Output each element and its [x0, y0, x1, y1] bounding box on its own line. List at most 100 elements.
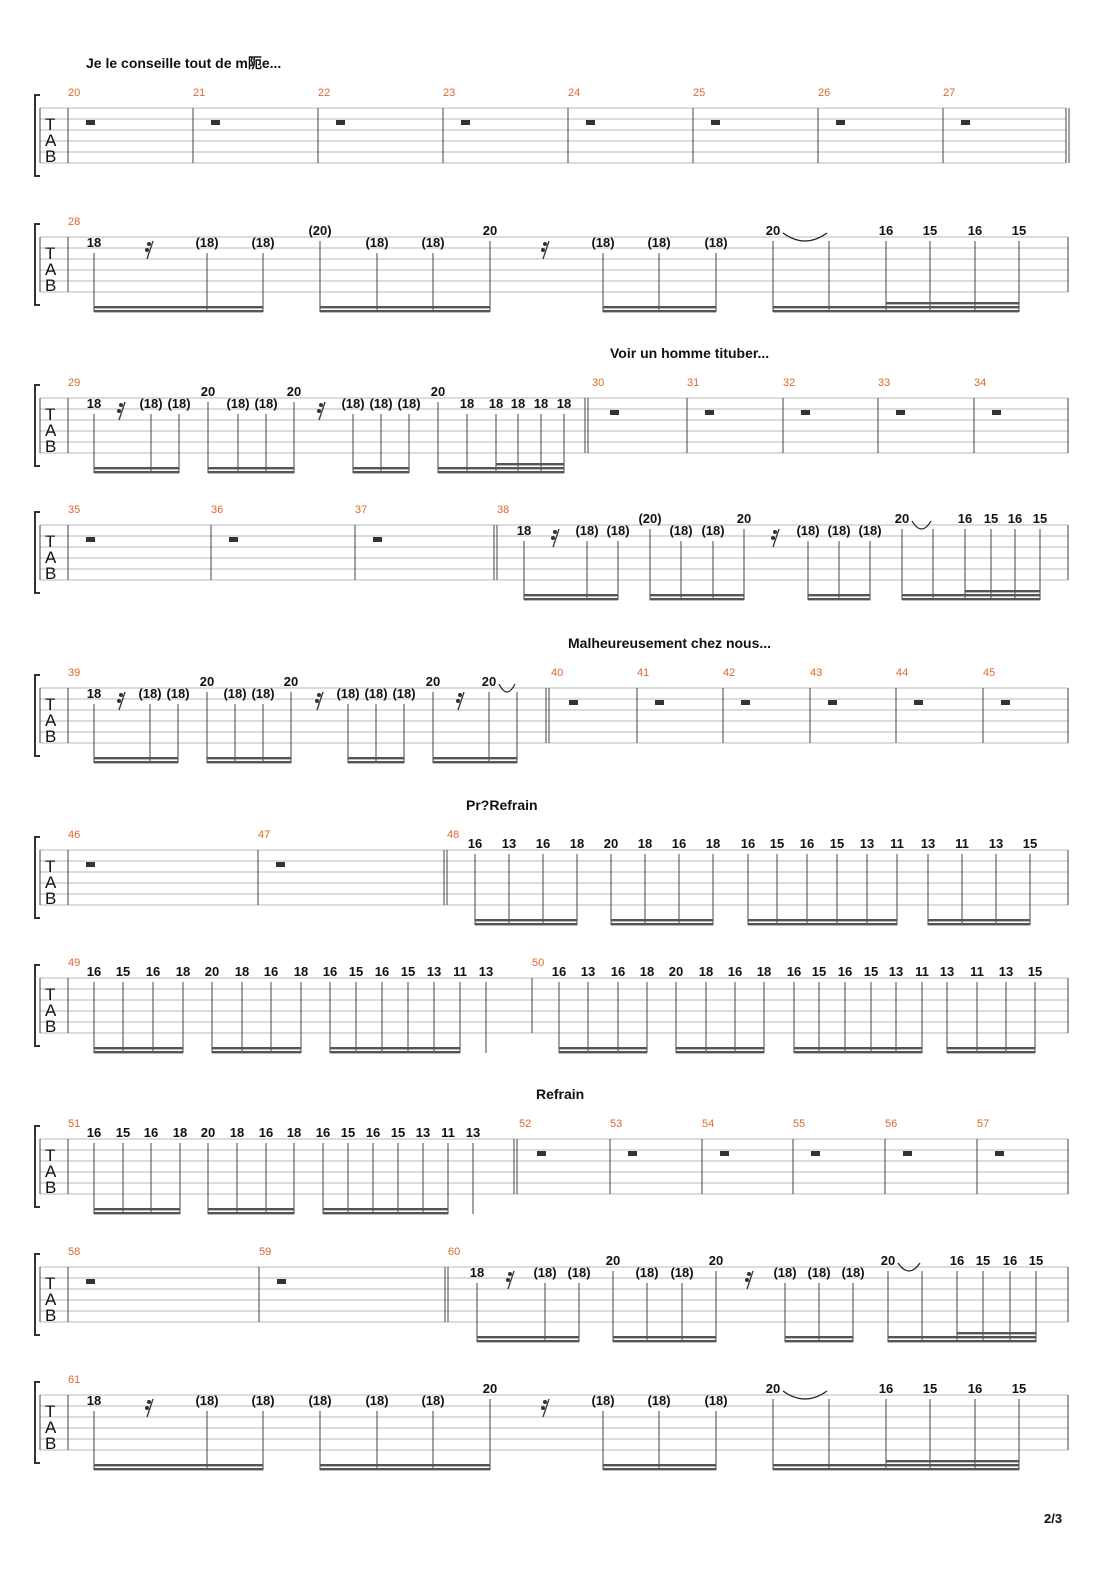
- bar-number: 32: [783, 377, 795, 389]
- bar-number: 59: [259, 1246, 271, 1258]
- beam: [212, 1047, 301, 1050]
- beam: [808, 598, 870, 601]
- staff-bracket: [34, 384, 40, 467]
- section-heading: Malheureusement chez nous...: [568, 635, 771, 651]
- tab-clef-letter: A: [45, 1418, 57, 1437]
- fret-number: (18): [575, 523, 598, 538]
- fret-number: 15: [1012, 223, 1026, 238]
- tab-clef-letter: B: [45, 1178, 56, 1197]
- whole-rest: [628, 1151, 637, 1156]
- fret-number: 15: [391, 1125, 405, 1140]
- beam: [208, 1212, 294, 1215]
- fret-number: 15: [923, 223, 937, 238]
- beam: [496, 463, 564, 466]
- beam: [785, 1340, 853, 1343]
- tab-system: Malheureusement chez nous...TAB3918(18)(…: [34, 635, 1069, 764]
- rest-dot: [551, 536, 555, 540]
- tab-clef-letter: B: [45, 1306, 56, 1325]
- fret-number: 11: [441, 1125, 455, 1140]
- fret-number: 18: [511, 396, 525, 411]
- bar-number: 20: [68, 87, 80, 99]
- beam: [94, 471, 179, 474]
- beam: [94, 467, 179, 470]
- fret-number: 20: [201, 1125, 215, 1140]
- fret-number: (18): [364, 686, 387, 701]
- bar-number: 21: [193, 87, 205, 99]
- beam: [320, 306, 490, 309]
- bar-number: 41: [637, 667, 649, 679]
- fret-number: (18): [365, 1393, 388, 1408]
- beam: [748, 923, 897, 926]
- beam: [94, 1212, 180, 1215]
- tab-clef-letter: B: [45, 727, 56, 746]
- bar-number: 44: [896, 667, 908, 679]
- fret-number: 13: [479, 964, 493, 979]
- beam: [208, 471, 294, 474]
- fret-number: 16: [968, 1381, 982, 1396]
- fret-number: (18): [254, 396, 277, 411]
- rest-stroke: [542, 240, 550, 260]
- fret-number: (18): [533, 1265, 556, 1280]
- beam: [886, 302, 1019, 305]
- fret-number: 15: [341, 1125, 355, 1140]
- beam: [475, 923, 577, 926]
- beam: [320, 310, 490, 313]
- fret-number: (18): [807, 1265, 830, 1280]
- fret-number: 13: [860, 836, 874, 851]
- rest-dot: [553, 530, 557, 534]
- beam: [928, 919, 1030, 922]
- beam: [888, 1340, 1036, 1343]
- fret-number: 20: [482, 674, 496, 689]
- fret-number: 20: [205, 964, 219, 979]
- fret-number: (18): [670, 1265, 693, 1280]
- bar-number: 33: [878, 377, 890, 389]
- bar-number: 57: [977, 1118, 989, 1130]
- fret-number: 16: [366, 1125, 380, 1140]
- beam: [438, 467, 564, 470]
- fret-number: 18: [176, 964, 190, 979]
- fret-number: (18): [567, 1265, 590, 1280]
- whole-rest: [537, 1151, 546, 1156]
- bar-number: 35: [68, 504, 80, 516]
- fret-number: (18): [392, 686, 415, 701]
- tab-clef-letter: B: [45, 276, 56, 295]
- section-heading: Pr?Refrain: [466, 797, 538, 813]
- tab-system: Voir un homme tituber...TAB2918(18)(18)2…: [34, 345, 1069, 474]
- fret-number: 18: [706, 836, 720, 851]
- whole-rest: [86, 537, 95, 542]
- rest-dot: [506, 1278, 510, 1282]
- fret-number: (18): [251, 235, 274, 250]
- tab-clef-letter: A: [45, 548, 57, 567]
- whole-rest: [569, 700, 578, 705]
- rest-dot: [319, 403, 323, 407]
- rest-dot: [145, 248, 149, 252]
- beam: [438, 471, 564, 474]
- fret-number: 15: [1012, 1381, 1026, 1396]
- bar-number: 34: [974, 377, 986, 389]
- fret-number: 16: [958, 511, 972, 526]
- fret-number: 18: [638, 836, 652, 851]
- rest-dot: [458, 693, 462, 697]
- fret-number: 16: [968, 223, 982, 238]
- fret-number: (18): [251, 1393, 274, 1408]
- beam: [320, 1468, 490, 1471]
- fret-number: 16: [950, 1253, 964, 1268]
- bar-number: 50: [532, 957, 544, 969]
- bar-number: 49: [68, 957, 80, 969]
- beam: [650, 598, 744, 601]
- fret-number: 20: [606, 1253, 620, 1268]
- beam: [208, 467, 294, 470]
- staff-bracket: [34, 1125, 40, 1208]
- fret-number: 15: [864, 964, 878, 979]
- beam: [902, 594, 1040, 597]
- fret-number: 18: [230, 1125, 244, 1140]
- whole-rest: [277, 1279, 286, 1284]
- tab-clef-letter: B: [45, 437, 56, 456]
- section-heading: Je le conseille tout de m阨e...: [86, 55, 281, 71]
- fret-number: (18): [166, 686, 189, 701]
